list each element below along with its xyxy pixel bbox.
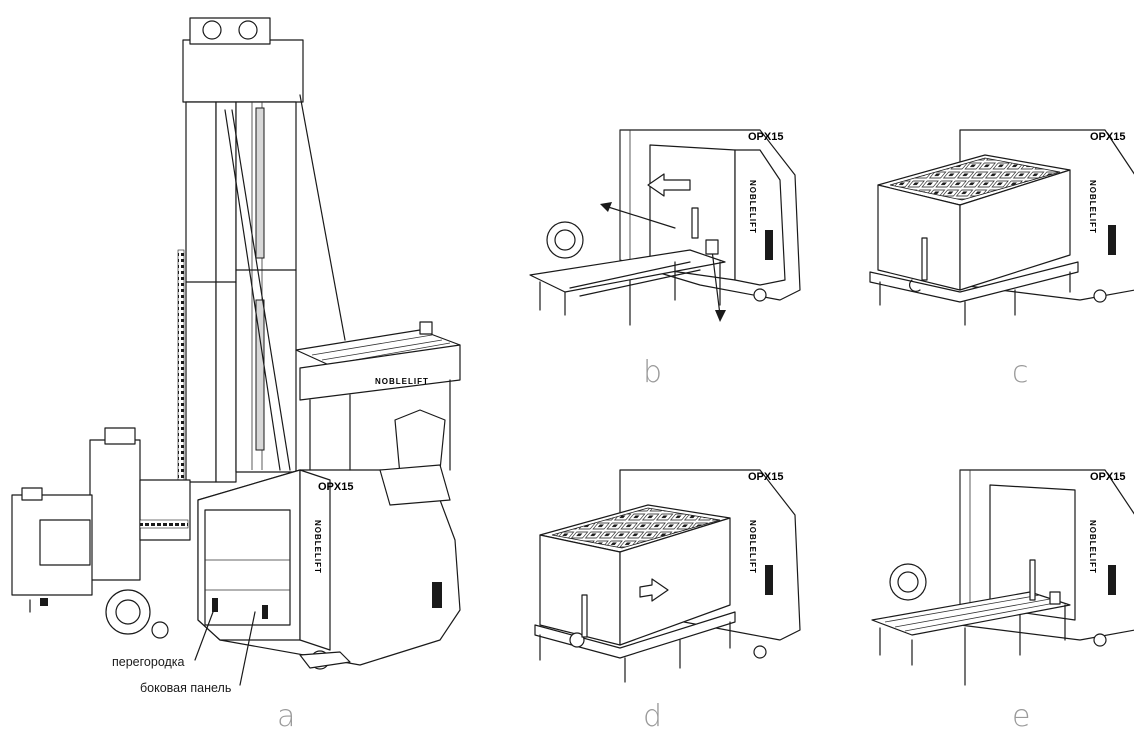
model-label-e: OPX15: [1090, 471, 1125, 483]
figure-label-d: d: [643, 699, 663, 734]
logo-label-a: NOBLELIFT: [375, 377, 429, 386]
fork-carriage: [11, 427, 191, 613]
truck-body: [105, 321, 461, 670]
side-panel-leader-line: [239, 611, 256, 686]
figure-a-truck: [11, 17, 461, 670]
model-label-c: OPX15: [1090, 131, 1125, 143]
model-label-a: OPX15: [318, 481, 353, 493]
figure-label-a: a: [277, 699, 296, 734]
figure-c-battery-on-stand: [869, 129, 1134, 326]
callout-side-panel: боковая панель: [140, 681, 232, 695]
partition-leader-line: [194, 611, 214, 661]
figure-label-b: b: [643, 355, 663, 390]
model-label-d: OPX15: [748, 471, 783, 483]
callout-partition: перегородка: [112, 655, 185, 669]
figure-b-pull-out: [529, 129, 801, 326]
figure-label-e: e: [1012, 699, 1031, 734]
figure-label-c: c: [1012, 355, 1029, 390]
figure-e-stand-empty: [871, 469, 1134, 686]
logo-label-c: NOBLELIFT: [1088, 180, 1097, 234]
logo-label-e: NOBLELIFT: [1088, 520, 1097, 574]
logo-label-b: NOBLELIFT: [748, 180, 757, 234]
mast: [177, 17, 346, 541]
model-label-b: OPX15: [748, 131, 783, 143]
figure-d-push-in: [534, 469, 801, 683]
logo-label-a-side: NOBLELIFT: [313, 520, 322, 574]
logo-label-d: NOBLELIFT: [748, 520, 757, 574]
